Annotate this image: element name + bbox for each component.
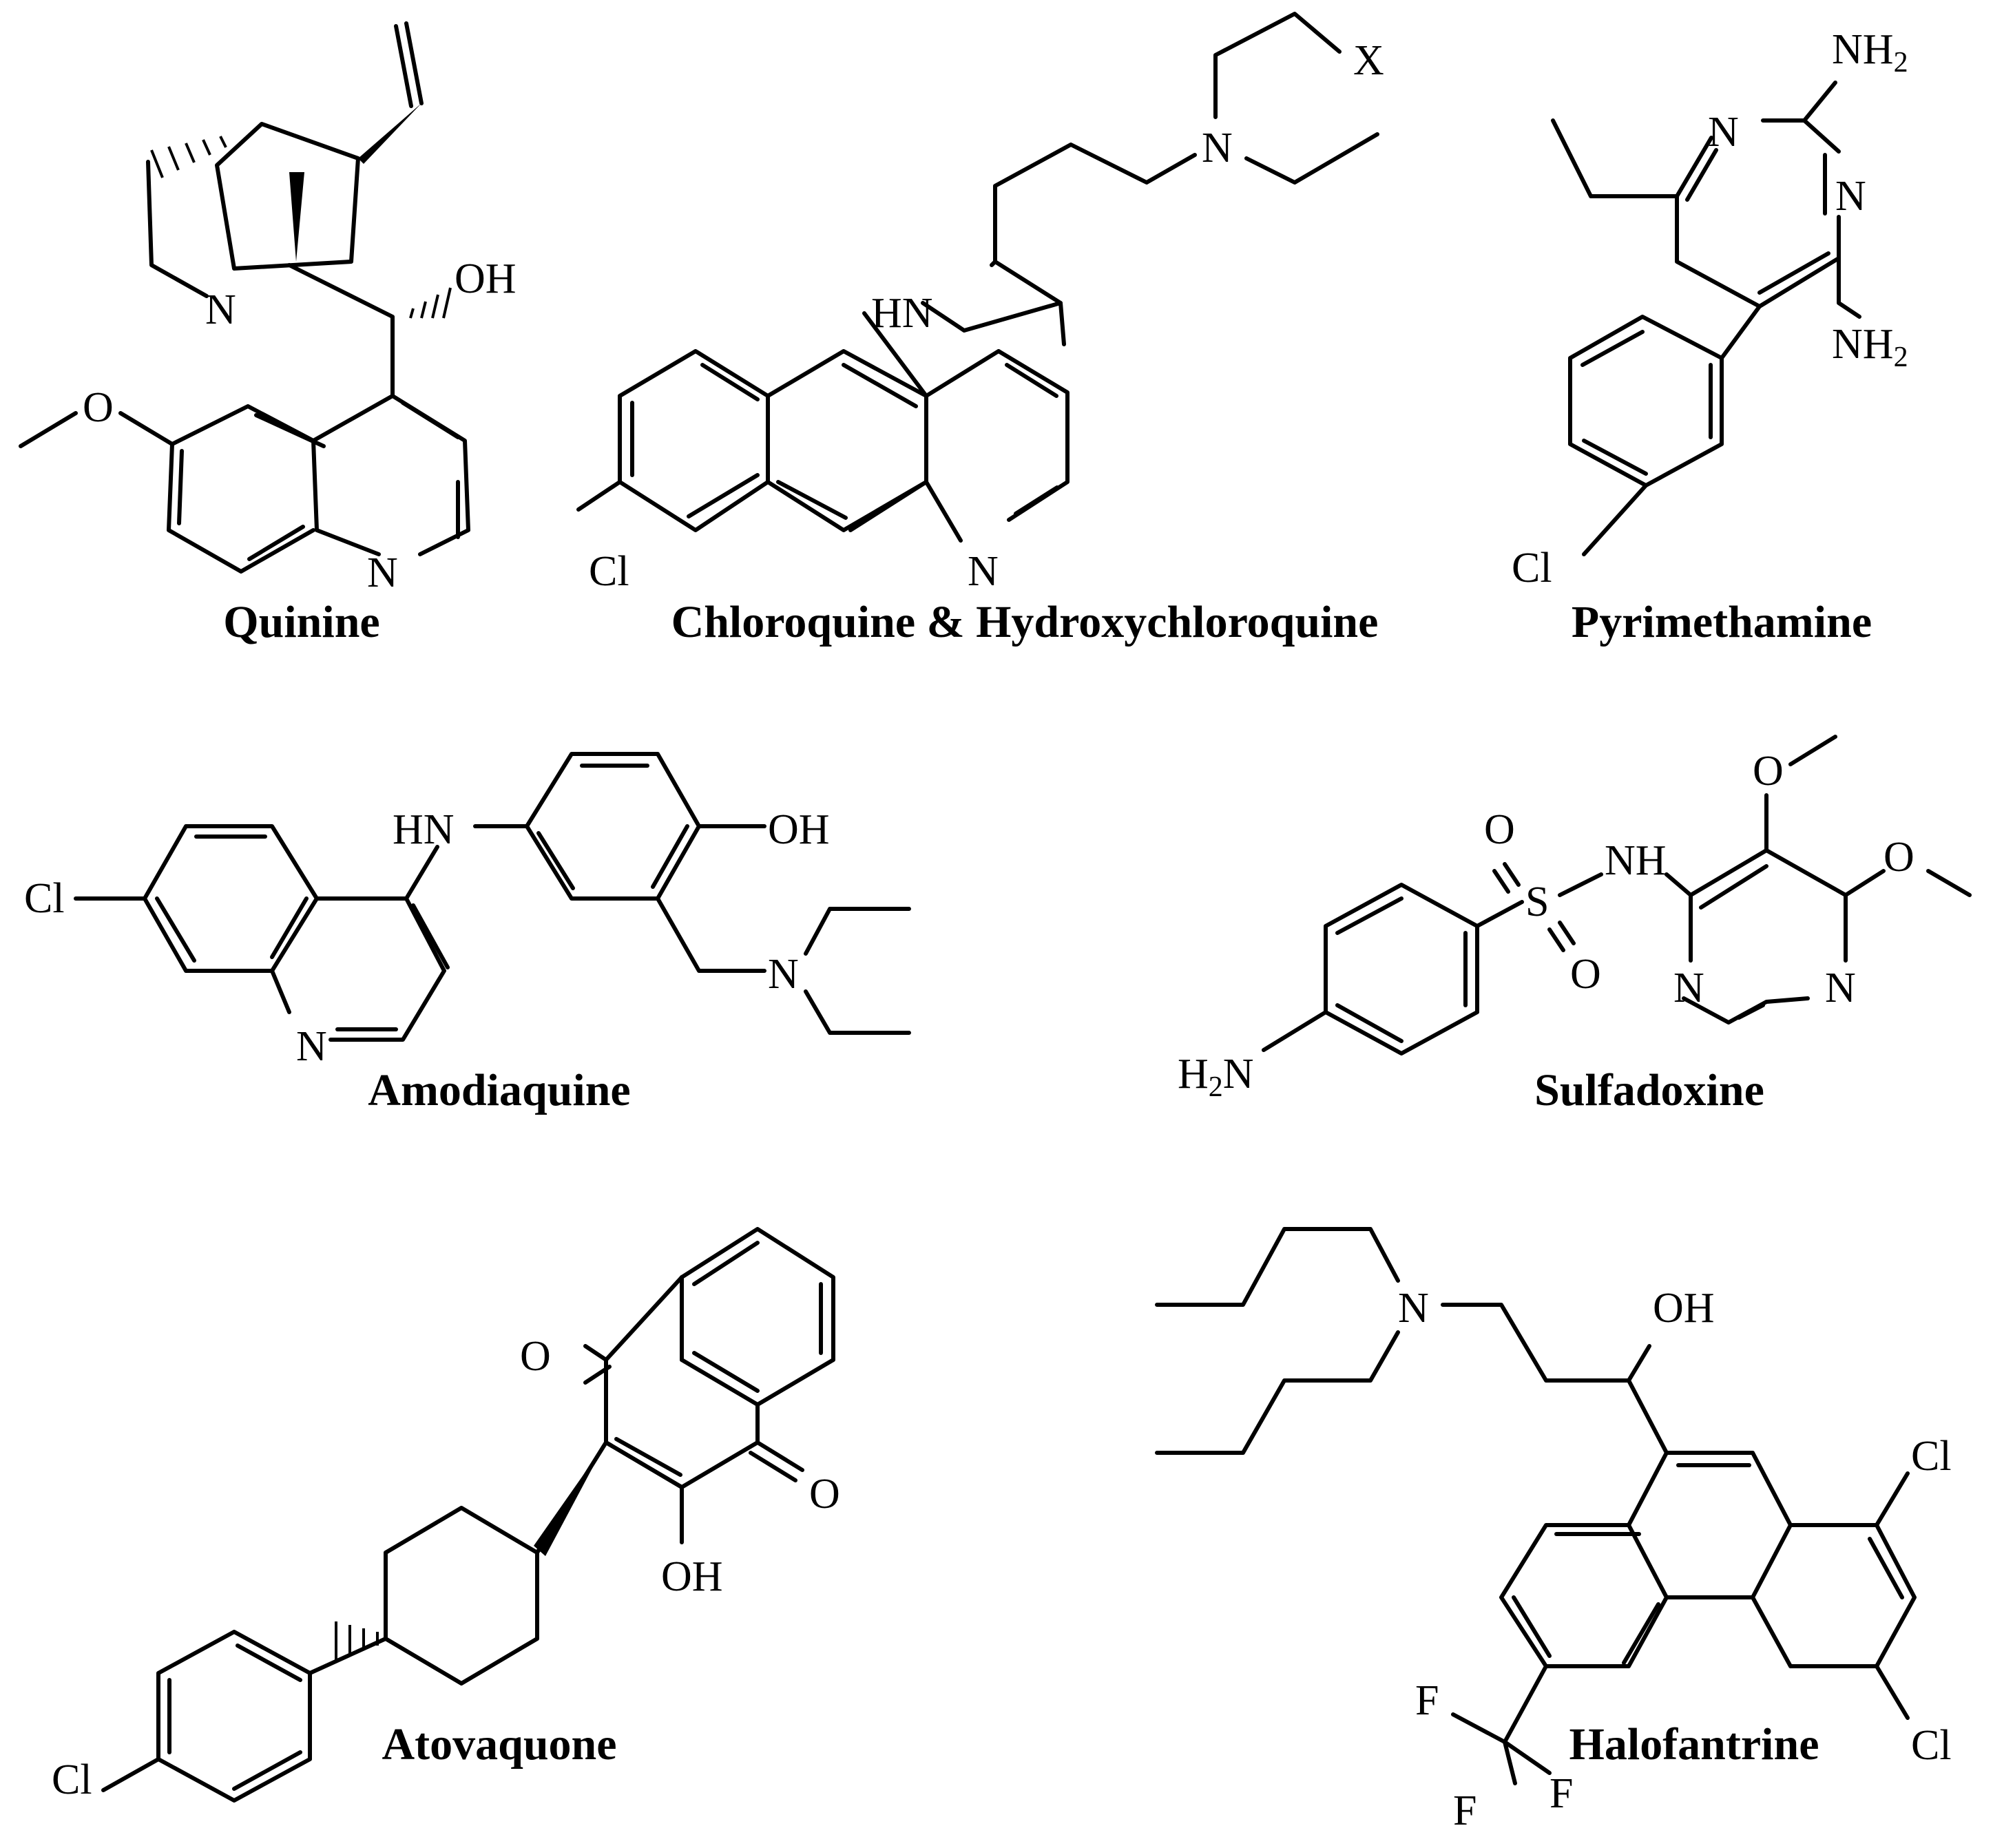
pyrimethamine-bonds bbox=[1551, 81, 1861, 556]
quinine-bonds bbox=[19, 21, 470, 574]
sulfadoxine-methoxy-oxygen-1: O bbox=[1753, 748, 1784, 795]
halofantrine-chlorine-1: Cl bbox=[1911, 1433, 1952, 1480]
chloroquine-chlorine: Cl bbox=[589, 548, 629, 595]
pyrimethamine-chlorine: Cl bbox=[1512, 545, 1552, 591]
pyrimethamine-nitrogen-2: N bbox=[1835, 173, 1866, 220]
amodiaquine-hydroxyl: OH bbox=[768, 806, 830, 853]
chloroquine-tertiary-amine: N bbox=[1202, 125, 1233, 171]
atovaquone-chlorine: Cl bbox=[52, 1756, 92, 1803]
quinine-nitrogen-ring: N bbox=[367, 549, 398, 596]
sulfadoxine-ring-nitrogen-2: N bbox=[1825, 965, 1856, 1011]
sulfadoxine-structure: O S O NH O O N N H2N Sulfadoxine bbox=[1178, 735, 1972, 1115]
amodiaquine-secondary-amine: HN bbox=[393, 806, 455, 853]
chloroquine-x-group: X bbox=[1353, 37, 1384, 84]
chloroquine-secondary-amine: HN bbox=[871, 290, 933, 337]
pyrimethamine-label: Pyrimethamine bbox=[1572, 597, 1872, 647]
chloroquine-bonds bbox=[576, 12, 1379, 543]
atovaquone-carbonyl-oxygen-2: O bbox=[809, 1471, 840, 1518]
chloroquine-structure: X N HN N Cl Chloroquine & Hydroxychloroq… bbox=[576, 12, 1384, 647]
quinine-hash-bonds bbox=[150, 136, 452, 319]
amodiaquine-label: Amodiaquine bbox=[368, 1065, 630, 1115]
halofantrine-structure: N OH Cl Cl F F F Halofantrine bbox=[1155, 1227, 1952, 1834]
quinine-methoxy-oxygen: O bbox=[83, 384, 114, 431]
sulfadoxine-bonds bbox=[1262, 735, 1972, 1056]
quinine-structure: N N OH O Quinine bbox=[19, 21, 516, 647]
halofantrine-label: Halofantrine bbox=[1569, 1719, 1819, 1770]
sulfadoxine-sulfonyl-oxygen-2: O bbox=[1570, 951, 1601, 998]
halofantrine-amine: N bbox=[1398, 1285, 1429, 1332]
quinine-nitrogen-bridge: N bbox=[205, 286, 236, 333]
halofantrine-fluorine-1: F bbox=[1415, 1677, 1439, 1724]
chloroquine-label: Chloroquine & Hydroxychloroquine bbox=[671, 597, 1379, 647]
halofantrine-hydroxyl: OH bbox=[1653, 1285, 1715, 1332]
amodiaquine-bonds bbox=[74, 752, 911, 1042]
pyrimethamine-structure: N N NH2 NH2 Cl Pyrimethamine bbox=[1512, 26, 1908, 647]
quinine-label: Quinine bbox=[223, 597, 379, 647]
atovaquone-hydroxyl: OH bbox=[661, 1553, 723, 1600]
pyrimethamine-amine-bottom: NH2 bbox=[1832, 321, 1908, 373]
pyrimethamine-amine-top: NH2 bbox=[1832, 26, 1908, 78]
halofantrine-fluorine-3: F bbox=[1453, 1787, 1477, 1834]
sulfadoxine-methoxy-oxygen-2: O bbox=[1884, 834, 1914, 881]
atovaquone-bonds bbox=[101, 1227, 835, 1803]
halofantrine-fluorine-2: F bbox=[1549, 1770, 1573, 1817]
atovaquone-carbonyl-oxygen-1: O bbox=[520, 1333, 551, 1380]
atovaquone-label: Atovaquone bbox=[382, 1719, 616, 1770]
sulfadoxine-ring-nitrogen-1: N bbox=[1673, 965, 1704, 1011]
pyrimethamine-nitrogen-1: N bbox=[1708, 109, 1739, 156]
amodiaquine-structure: Cl HN OH N N Amodiaquine bbox=[24, 752, 911, 1115]
halofantrine-chlorine-2: Cl bbox=[1911, 1722, 1952, 1769]
chloroquine-ring-nitrogen: N bbox=[968, 548, 999, 595]
sulfadoxine-sulfonamide-nh: NH bbox=[1605, 837, 1667, 884]
atovaquone-structure: O O OH Cl Atovaquone bbox=[52, 1227, 840, 1803]
amodiaquine-tertiary-amine: N bbox=[768, 951, 799, 998]
sulfadoxine-label: Sulfadoxine bbox=[1534, 1065, 1764, 1115]
atovaquone-hash-bonds bbox=[335, 1621, 379, 1660]
halofantrine-bonds bbox=[1155, 1227, 1917, 1785]
quinine-hydroxyl: OH bbox=[455, 255, 516, 302]
sulfadoxine-sulfonyl-oxygen-1: O bbox=[1484, 806, 1515, 853]
amodiaquine-ring-nitrogen: N bbox=[296, 1023, 327, 1070]
sulfadoxine-sulfur: S bbox=[1525, 879, 1549, 925]
sulfadoxine-amine: H2N bbox=[1178, 1051, 1254, 1103]
amodiaquine-chlorine: Cl bbox=[24, 875, 65, 922]
